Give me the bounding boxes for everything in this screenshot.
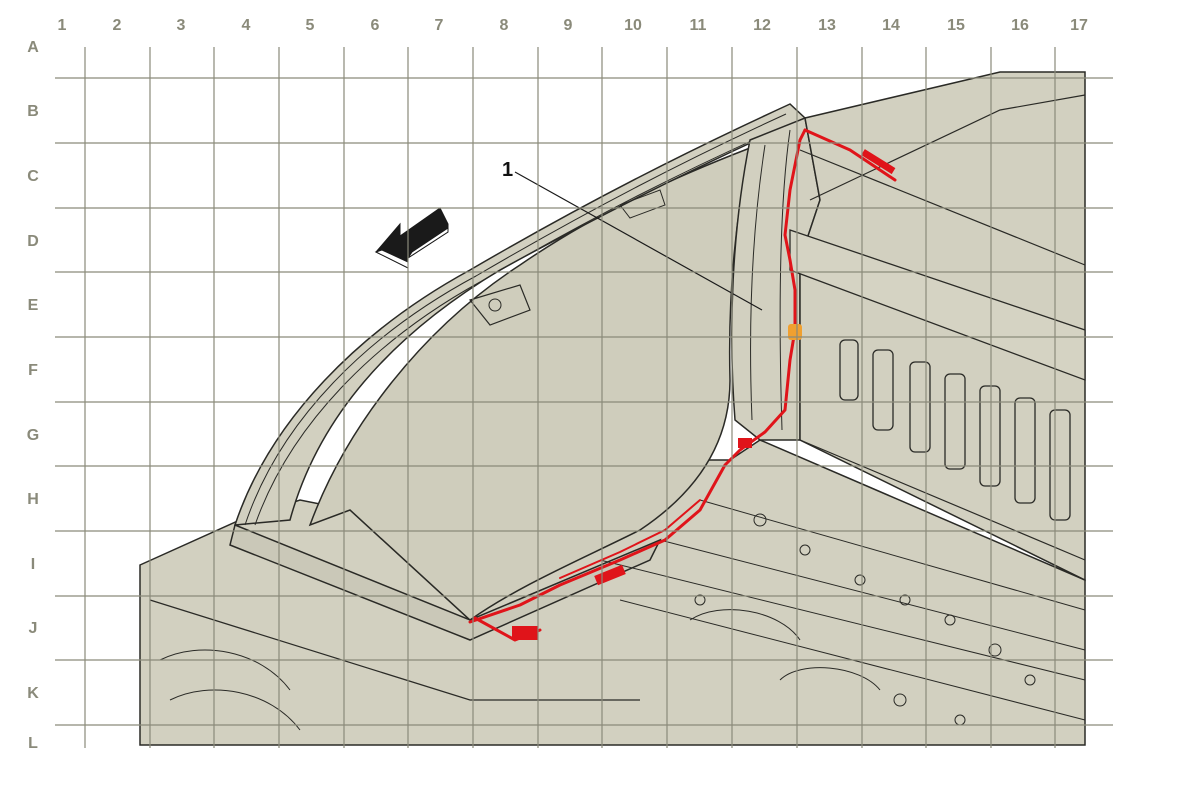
grid-column-label: 6: [371, 17, 380, 34]
callout-1: 1: [502, 159, 763, 311]
connector-block: [738, 438, 752, 448]
harness-roof-branch: [803, 128, 897, 182]
forward-direction-arrow-icon: [374, 207, 449, 269]
callout-label: 1: [502, 159, 513, 181]
grid-column-label: 15: [947, 17, 965, 34]
grid-row-label: L: [28, 735, 38, 752]
floor-holes: [694, 513, 1036, 726]
grid-row-labels: A B C D E F G H I J K L: [27, 39, 39, 752]
grid-row-label: J: [29, 620, 38, 637]
grid-column-label: 16: [1011, 17, 1029, 34]
mirror-bracket: [468, 284, 531, 326]
grid-lines: [55, 47, 1113, 748]
grid-column-label: 13: [818, 17, 836, 34]
grid-row-label: B: [27, 103, 39, 120]
grid-column-label: 14: [882, 17, 900, 34]
grid-row-label: D: [27, 233, 39, 250]
roof-bracket: [619, 189, 666, 219]
cowl-crossmember: [229, 523, 662, 641]
grid-column-label: 3: [177, 17, 186, 34]
mirror-bracket-hole: [488, 298, 502, 312]
cowl-lower: [149, 599, 640, 701]
grid-row-label: E: [28, 297, 39, 314]
grid-row-label: G: [27, 427, 39, 444]
grid-column-label: 4: [242, 17, 251, 34]
grid-column-label: 17: [1070, 17, 1088, 34]
grid-row-label: F: [28, 362, 38, 379]
grid-row-label: C: [27, 168, 39, 185]
rear-panel-slots: [839, 339, 1071, 521]
grid-column-label: 2: [113, 17, 122, 34]
grid-column-label: 8: [500, 17, 509, 34]
vehicle-body-illustration: [139, 71, 1086, 746]
connector-block: [512, 626, 538, 640]
harness-main-run: [468, 128, 807, 624]
roof-inner-edge: [254, 127, 781, 526]
harness-parallel-run: [559, 499, 701, 579]
grid-column-label: 12: [753, 17, 771, 34]
connector-block: [861, 149, 896, 175]
grid-row-label: A: [27, 39, 39, 56]
pillar-edge: [750, 144, 766, 421]
pillar-edge-2: [779, 129, 791, 431]
grid-column-label: 1: [58, 17, 67, 34]
orange-connector: [788, 324, 802, 340]
grid-row-label: K: [27, 685, 39, 702]
grid-column-label: 9: [564, 17, 573, 34]
grid-column-label: 10: [624, 17, 642, 34]
grid-column-label: 7: [435, 17, 444, 34]
grid-row-label: H: [27, 491, 39, 508]
rear-floor-edge: [799, 439, 1086, 561]
grid-row-label: I: [31, 556, 35, 573]
grid-column-label: 11: [690, 17, 707, 34]
grid-column-label: 5: [306, 17, 315, 34]
rear-panel-top: [809, 94, 1086, 201]
roof-outer-edge: [244, 113, 787, 526]
callout-leader-line: [514, 171, 763, 311]
